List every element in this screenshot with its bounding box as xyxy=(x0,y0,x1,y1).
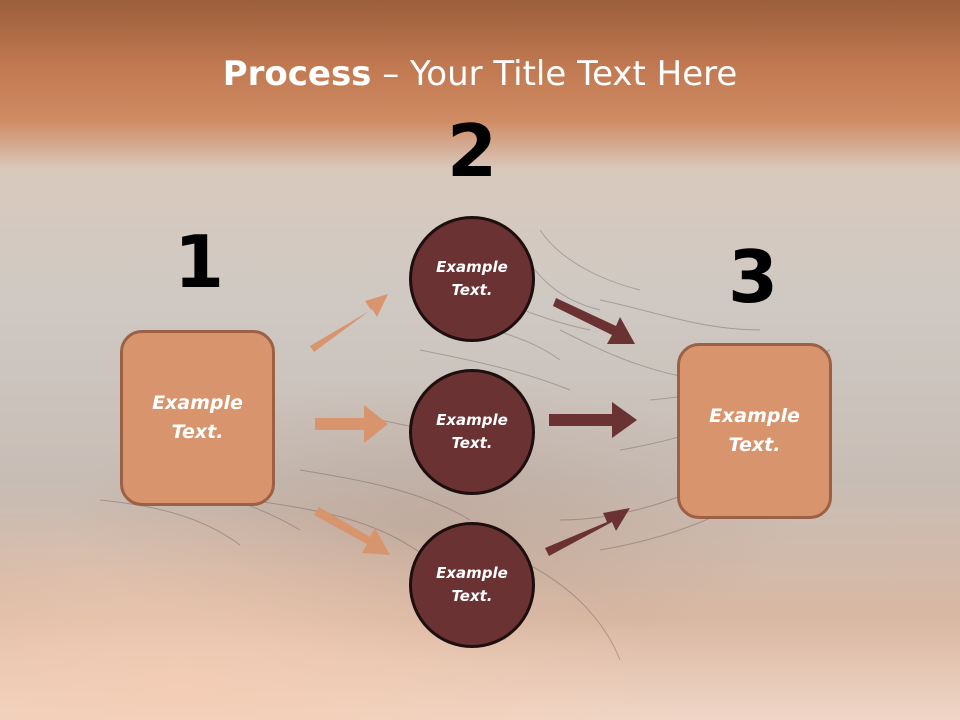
right-box-text: Example Text. xyxy=(709,405,800,456)
title-bold: Process xyxy=(222,54,372,94)
circle-bottom: Example Text. xyxy=(409,522,535,648)
right-box: Example Text. xyxy=(677,343,832,519)
title-rest: – Your Title Text Here xyxy=(371,54,738,94)
circle-top-text: Example Text. xyxy=(436,258,508,299)
circle-middle-text: Example Text. xyxy=(436,411,508,452)
left-box-text: Example Text. xyxy=(152,392,243,443)
arrow-up-right-dark xyxy=(545,508,630,556)
left-box: Example Text. xyxy=(120,330,275,506)
right-arrows xyxy=(545,298,637,556)
circle-bottom-text: Example Text. xyxy=(436,564,508,605)
circle-top: Example Text. xyxy=(409,216,535,342)
circle-middle: Example Text. xyxy=(409,369,535,495)
arrow-right-dark xyxy=(549,402,637,438)
arrow-right-light xyxy=(315,405,388,443)
arrow-up-right-light xyxy=(310,294,388,352)
arrow-down-right-dark xyxy=(553,298,635,344)
left-arrows xyxy=(310,294,390,555)
arrow-down-right-light xyxy=(314,507,390,555)
slide-title: Process – Your Title Text Here xyxy=(0,52,960,96)
step-number-2: 2 xyxy=(446,109,498,193)
step-number-3: 3 xyxy=(727,235,779,319)
step-number-1: 1 xyxy=(173,220,225,304)
